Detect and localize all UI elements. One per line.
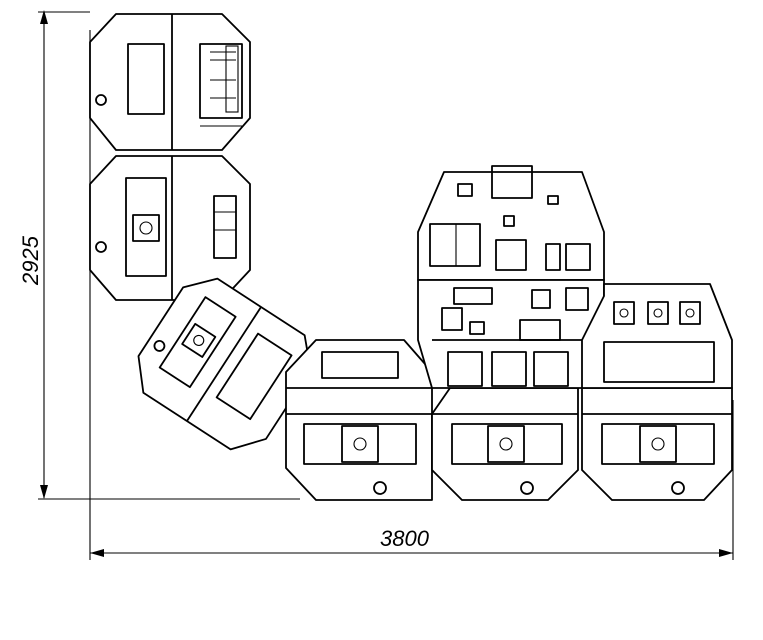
height-dimension: 2925 xyxy=(18,10,300,500)
panel-middle-center xyxy=(417,279,605,389)
height-label: 2925 xyxy=(18,235,43,286)
panel-right xyxy=(581,283,733,389)
panel-upper-center xyxy=(417,165,605,281)
console-bottom-1 xyxy=(285,339,433,501)
console-bottom-3 xyxy=(581,387,733,501)
console-bottom-2 xyxy=(431,387,579,501)
console-top-left xyxy=(89,13,251,151)
width-label: 3800 xyxy=(380,526,430,551)
console-angled xyxy=(137,277,312,451)
width-dimension: 3800 xyxy=(89,30,734,560)
console-mid-left xyxy=(89,155,251,301)
